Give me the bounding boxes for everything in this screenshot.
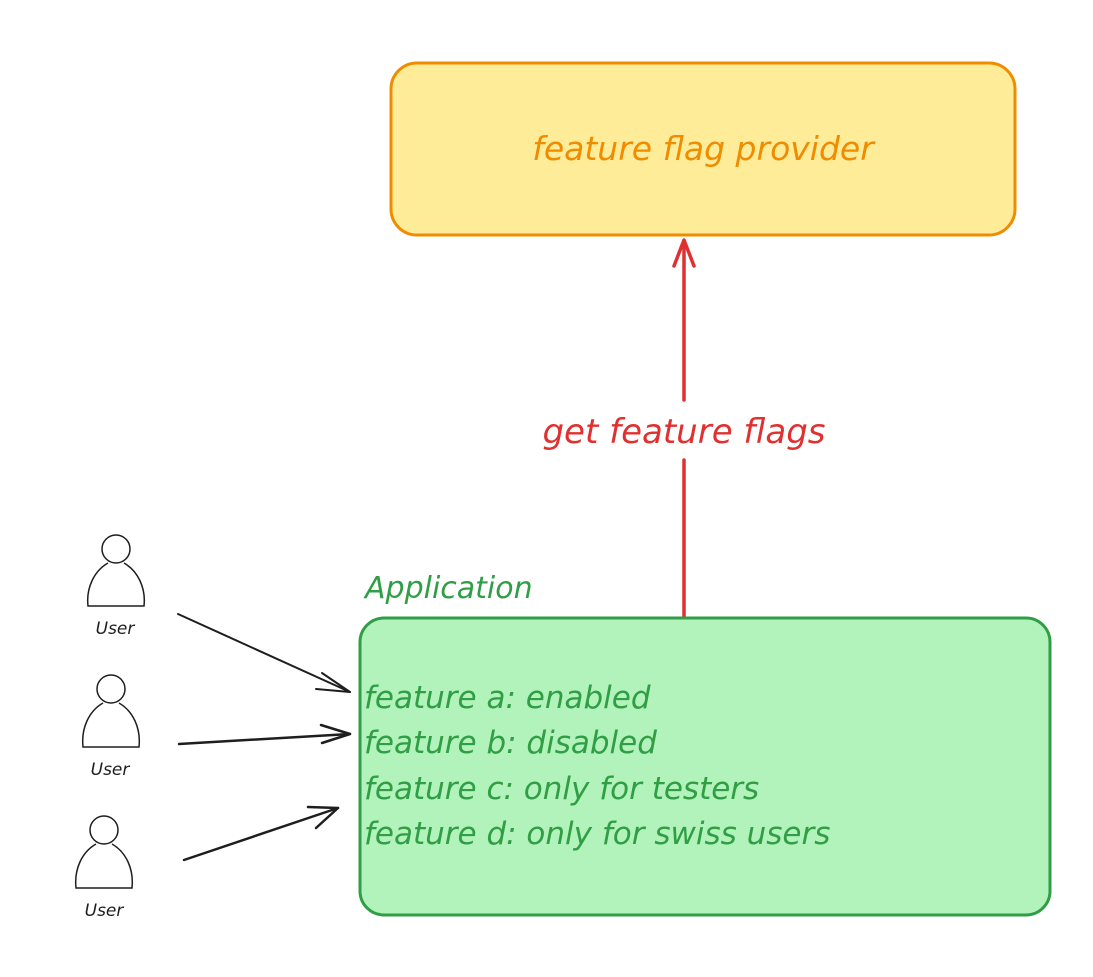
user-arrow-3 [182,805,340,862]
user-label: User [85,901,125,921]
feature-line-a: feature a: enabled [364,680,651,716]
user-icon [86,534,146,607]
user-node-2[interactable]: User [81,674,141,780]
provider-label: feature flag provider [532,129,876,168]
user-label: User [96,619,136,639]
get-flags-connector: get feature flags [542,238,826,624]
user-node-3[interactable]: User [74,815,134,921]
user-icon [74,815,134,889]
feature-line-c: feature c: only for testers [364,771,759,807]
application-box [358,616,1052,917]
user-arrow-1 [177,613,351,693]
connector-arrowhead [672,238,696,268]
connector-label: get feature flags [542,412,825,452]
feature-line-d: feature d: only for swiss users [364,816,830,852]
application-title: Application [363,571,533,606]
user-label: User [91,760,131,780]
user-icon [81,674,141,748]
application-node[interactable]: feature a: enabled feature b: disabled f… [358,616,1052,917]
user-arrow-2 [177,723,352,746]
provider-box [389,61,1017,237]
provider-node[interactable]: feature flag provider [389,61,1017,237]
feature-line-b: feature b: disabled [364,725,657,761]
user-node-1[interactable]: User [86,534,146,639]
